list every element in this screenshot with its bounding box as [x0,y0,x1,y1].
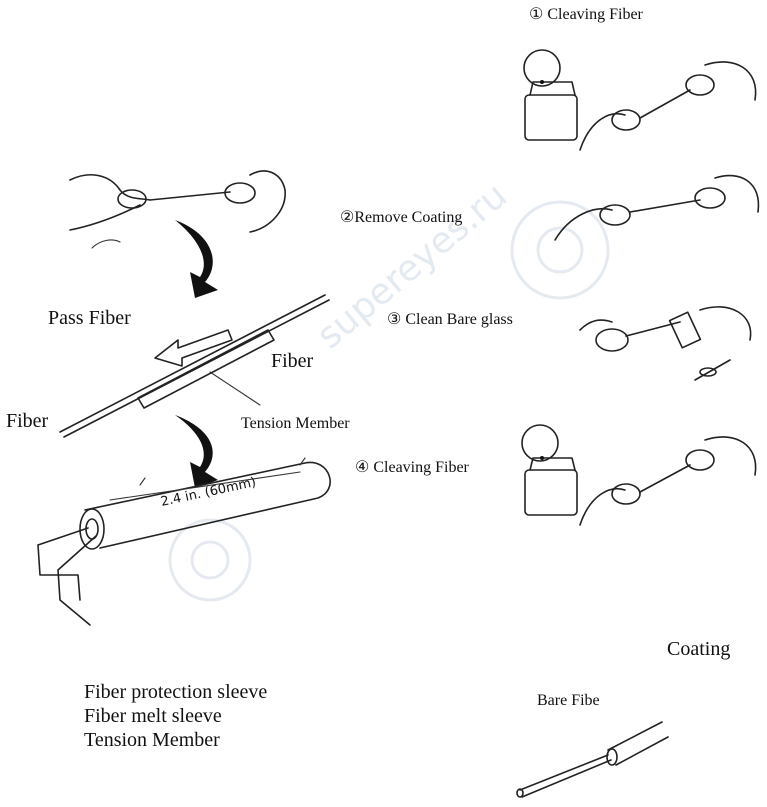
step1-drawing [524,50,756,150]
step4-label: ④ Cleaving Fiber [355,457,469,477]
down-arrow-1 [175,220,218,298]
coating-label: Coating [667,638,730,661]
sleeve-cylinder-drawing [38,458,330,625]
sleeve-parts-list: Fiber protection sleeve Fiber melt sleev… [84,680,267,752]
sleeve-part-item: Tension Member [84,728,267,752]
watermark-text: supereyes.ru [309,175,515,357]
step3-drawing [580,307,751,380]
sleeve-part-item: Fiber protection sleeve [84,680,267,704]
bare-fiber-label: Bare Fibe [537,692,600,710]
fiber-left-label: Fiber [6,410,48,433]
fiber-end-drawing [517,722,668,797]
pass-fiber-label: Pass Fiber [48,307,131,330]
down-arrow-2 [175,415,218,488]
step3-label: ③ Clean Bare glass [387,309,513,329]
fiber-right-label: Fiber [271,350,313,373]
tension-member-label: Tension Member [241,415,350,433]
sleeve-part-item: Fiber melt sleeve [84,704,267,728]
step1-label: ① Cleaving Fiber [529,4,643,24]
step2-label: ②Remove Coating [340,207,462,227]
step4-drawing [522,425,756,525]
hands-holding-fiber-drawing [70,171,285,248]
pass-direction-arrow [155,330,232,366]
